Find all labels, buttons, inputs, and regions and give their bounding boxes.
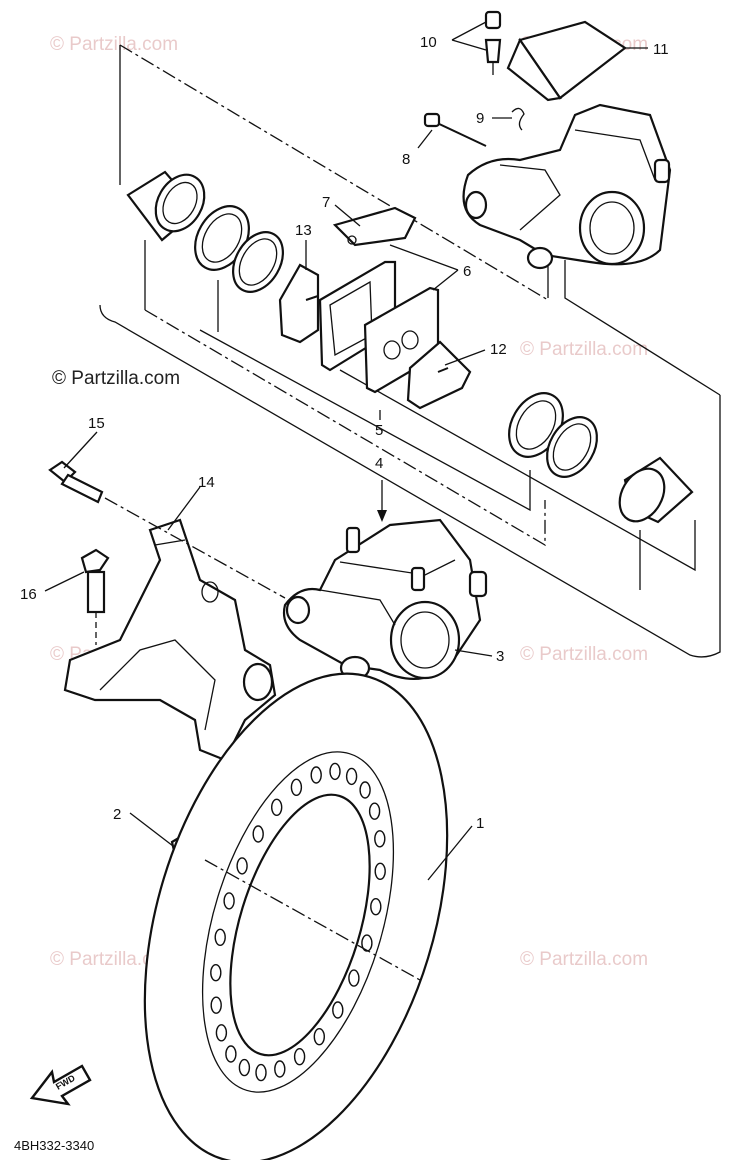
brake-disc-part	[143, 672, 449, 1160]
callout-7: 7	[322, 194, 330, 211]
disc-hole	[225, 1045, 237, 1063]
watermark-text: © Partzilla.com	[52, 368, 180, 389]
caliper-assembly-part	[282, 518, 488, 681]
disc-hole	[252, 825, 264, 843]
shim-right-part	[406, 340, 472, 410]
callout-6: 6	[463, 263, 471, 280]
watermark-text: © Partzilla.com	[50, 34, 178, 55]
callout-2: 2	[113, 806, 121, 823]
disc-hole	[255, 1063, 267, 1082]
watermark-text: © Partzilla.com	[520, 949, 648, 970]
disc-holes	[210, 762, 386, 1082]
disc-hole	[236, 857, 248, 875]
disc-hole	[310, 766, 322, 784]
disc-hole	[359, 781, 371, 799]
disc-hole	[348, 969, 360, 987]
disc-hole	[374, 862, 386, 880]
callout-10: 10	[420, 34, 437, 51]
disc-hole	[313, 1027, 325, 1046]
shim-left-part	[278, 263, 320, 344]
callout-14: 14	[198, 474, 215, 491]
bolt-upper-part	[48, 460, 104, 504]
disc-hole	[274, 1060, 286, 1078]
callout-12: 12	[490, 341, 507, 358]
piston-left-part	[126, 170, 206, 242]
seal-left-part	[194, 205, 284, 293]
disc-hole	[370, 898, 382, 916]
caliper-bracket-part	[63, 518, 277, 762]
callout-15: 15	[88, 415, 105, 432]
upper-caliper-part	[462, 103, 672, 270]
watermark-text: © Partzilla.com	[520, 339, 648, 360]
disc-hole	[290, 778, 303, 796]
callout-8: 8	[402, 151, 410, 168]
disc-hole	[210, 964, 222, 982]
disc-hole	[210, 996, 222, 1014]
assembly-arrow	[377, 410, 387, 522]
bolt-lower-part	[80, 548, 110, 645]
callout-13: 13	[295, 222, 312, 239]
disc-hole	[215, 1024, 228, 1042]
disc-hole	[271, 798, 283, 816]
callout-9: 9	[476, 110, 484, 127]
callout-3: 3	[496, 648, 504, 665]
pad-spring-part	[332, 206, 417, 247]
callout-16: 16	[20, 586, 37, 603]
explode-bracket	[99, 44, 721, 658]
disc-hole	[329, 762, 341, 781]
callout-4: 4	[375, 455, 383, 472]
drawing-code: 4BH332-3340	[14, 1138, 94, 1153]
seal-right-part	[508, 392, 598, 478]
disc-hole	[293, 1047, 306, 1066]
piston-right-part	[618, 456, 694, 524]
callout-5: 5	[375, 422, 383, 439]
disc-hole	[345, 767, 358, 786]
disc-hole	[214, 928, 226, 946]
callout-11: 11	[653, 41, 669, 58]
disc-hole	[374, 830, 386, 848]
bleed-screw-part	[484, 10, 502, 75]
callout-labels: 1 2 3 4 5 6 7 8 9 10 11 12 13 14 15 16	[20, 34, 669, 832]
callout-1: 1	[476, 815, 484, 832]
leader-lines	[44, 21, 648, 981]
fwd-arrow-icon: FWD	[29, 1064, 92, 1106]
watermark-text: © Partzilla.com	[520, 644, 648, 665]
brake-pad-part	[318, 260, 440, 394]
disc-hole	[238, 1058, 251, 1077]
disc-hole	[332, 1001, 344, 1019]
disc-hole	[223, 892, 235, 910]
disc-hole	[368, 802, 381, 820]
clip-and-pin-parts	[423, 107, 525, 147]
